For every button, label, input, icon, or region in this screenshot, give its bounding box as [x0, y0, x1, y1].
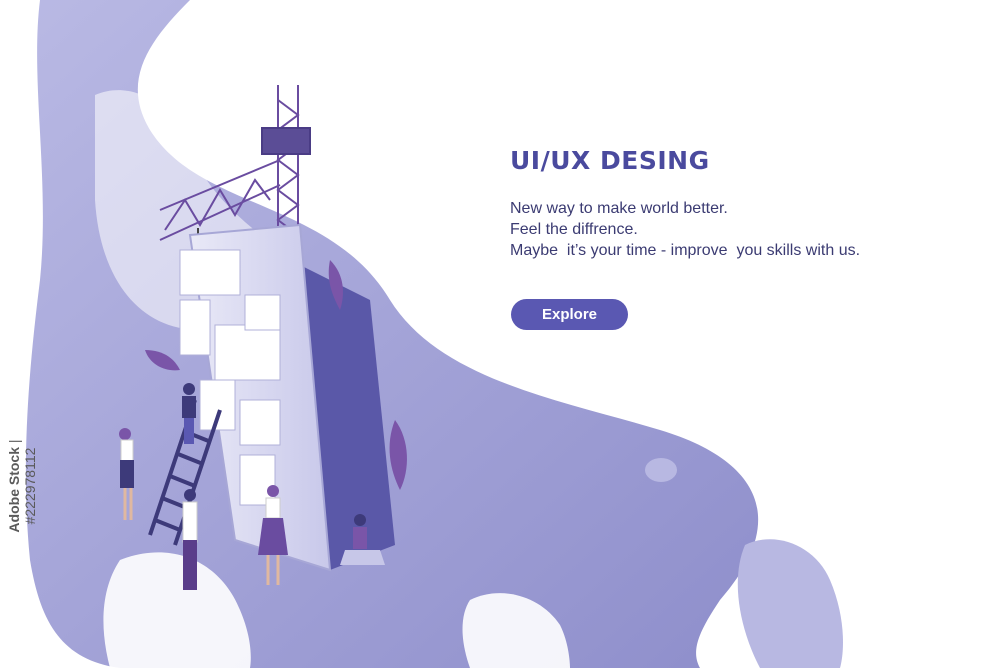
- person: [182, 489, 198, 590]
- wireframe-card: [214, 324, 281, 381]
- hero-title: UI/UX DESING: [510, 146, 710, 175]
- person: [119, 428, 134, 520]
- stock-number: #222978112: [22, 447, 38, 525]
- background-blob-bottom: [103, 552, 251, 668]
- stock-separator: |: [6, 439, 22, 447]
- hero-description: New way to make world better. Feel the d…: [510, 198, 970, 261]
- hero-description-line: New way to make world better.: [510, 200, 728, 217]
- background-blob-far-right: [737, 539, 843, 668]
- leaves: [145, 260, 407, 490]
- person: [258, 485, 288, 585]
- background-blob-bottom-right: [462, 593, 570, 668]
- person: [340, 514, 385, 565]
- person: [182, 383, 196, 444]
- wireframe-card: [179, 249, 241, 296]
- wireframe-card: [239, 399, 281, 446]
- hero-description-line: Maybe it’s your time - improve you skill…: [510, 242, 861, 259]
- wireframe-card: [239, 454, 276, 506]
- hero-text: UI/UX DESING New way to make world bette…: [510, 146, 970, 261]
- wireframe-card: [244, 294, 281, 331]
- phone: [179, 223, 395, 572]
- explore-button[interactable]: Explore: [511, 299, 628, 330]
- background-droplet: [645, 458, 677, 482]
- stock-brand: Adobe Stock: [6, 446, 22, 533]
- background-blob: [25, 0, 759, 668]
- hero-description-line: Feel the diffrence.: [510, 221, 638, 238]
- stock-id: Adobe Stock | #222978112: [6, 406, 38, 566]
- wireframe-card: [179, 299, 211, 356]
